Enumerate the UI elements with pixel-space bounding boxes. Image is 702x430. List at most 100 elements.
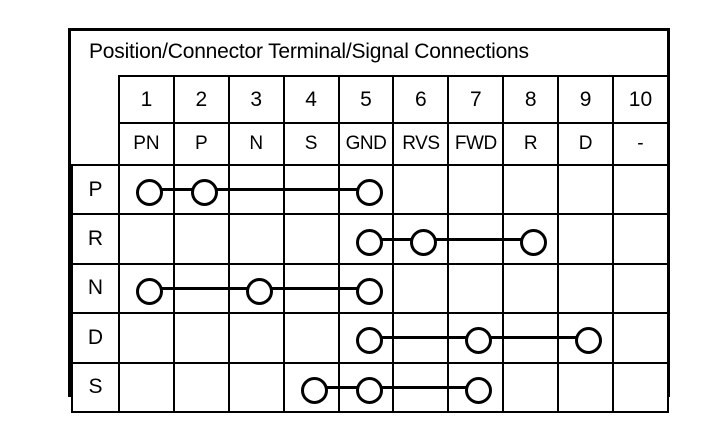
cell-R-1 — [118, 213, 175, 265]
signal-name-9: D — [557, 122, 615, 166]
connection-wire — [392, 237, 421, 241]
cell-D-7 — [447, 312, 505, 364]
terminal-number-3: 3 — [227, 75, 285, 124]
signal-name-4: S — [282, 122, 340, 166]
connection-node-icon — [300, 376, 328, 404]
signal-name-5: GND — [337, 122, 395, 166]
connection-wire — [337, 286, 367, 290]
cell-S-2 — [172, 361, 230, 413]
cell-D-9 — [557, 312, 615, 364]
connection-node-icon — [355, 277, 383, 305]
cell-P-2 — [172, 163, 230, 216]
header-corner-blank — [72, 76, 119, 123]
cell-N-4 — [282, 262, 340, 315]
cell-P-5 — [337, 163, 395, 216]
signal-name-7: FWD — [447, 122, 505, 166]
connection-node-icon — [355, 376, 383, 404]
terminal-number-2: 2 — [172, 75, 230, 124]
cell-D-2 — [172, 312, 230, 364]
cell-P-9 — [557, 163, 615, 216]
cell-P-3 — [227, 163, 285, 216]
connection-node-icon — [245, 277, 273, 305]
position-label-N: N — [71, 262, 120, 315]
connection-wire — [502, 237, 531, 241]
cell-S-7 — [447, 361, 505, 413]
connection-wire — [392, 385, 450, 389]
table-row: S — [71, 361, 669, 413]
cell-S-6 — [392, 361, 450, 413]
terminal-number-5: 5 — [337, 75, 395, 124]
connection-wire — [502, 336, 560, 340]
table-row: R — [71, 213, 669, 265]
connection-wire — [392, 336, 450, 340]
terminal-number-6: 6 — [392, 75, 450, 124]
signal-name-8: R — [502, 122, 560, 166]
table-row: P — [71, 163, 669, 216]
cell-D-8 — [502, 312, 560, 364]
terminal-number-7: 7 — [447, 75, 505, 124]
cell-R-4 — [282, 213, 340, 265]
connection-node-icon — [355, 327, 383, 355]
cell-N-10 — [612, 262, 669, 315]
cell-N-5 — [337, 262, 395, 315]
connector-diagram-panel: Position/Connector Terminal/Signal Conne… — [68, 28, 670, 413]
cell-R-8 — [502, 213, 560, 265]
connection-node-icon — [575, 327, 603, 355]
connection-wire — [282, 188, 340, 192]
connection-node-icon — [355, 228, 383, 256]
connection-wire — [172, 188, 202, 192]
connection-wire — [557, 336, 586, 340]
table-row: D — [71, 312, 669, 364]
terminal-number-10: 10 — [612, 75, 669, 124]
signal-name-2: P — [172, 122, 230, 166]
position-label-D: D — [71, 312, 120, 364]
connection-wire — [227, 188, 285, 192]
cell-R-2 — [172, 213, 230, 265]
terminal-number-8: 8 — [502, 75, 560, 124]
connection-wire — [282, 286, 340, 290]
cell-D-6 — [392, 312, 450, 364]
cell-N-3 — [227, 262, 285, 315]
connection-node-icon — [465, 376, 493, 404]
connection-wire — [447, 336, 476, 340]
cell-S-8 — [502, 361, 560, 413]
page-title: Position/Connector Terminal/Signal Conne… — [89, 40, 529, 63]
position-label-R: R — [71, 213, 120, 265]
connection-wire — [337, 385, 367, 389]
connection-node-icon — [135, 179, 163, 207]
connection-node-icon — [135, 277, 163, 305]
signal-name-3: N — [227, 122, 285, 166]
cell-R-9 — [557, 213, 615, 265]
cell-R-3 — [227, 213, 285, 265]
signal-name-6: RVS — [392, 122, 450, 166]
cell-N-7 — [447, 262, 505, 315]
cell-S-10 — [612, 361, 669, 413]
cell-N-1 — [118, 262, 175, 315]
position-label-P: P — [71, 163, 120, 216]
connection-node-icon — [465, 327, 493, 355]
terminal-number-1: 1 — [118, 75, 175, 124]
cell-P-7 — [447, 163, 505, 216]
position-label-S: S — [71, 361, 120, 413]
cell-N-2 — [172, 262, 230, 315]
connection-wire — [447, 237, 505, 241]
cell-S-9 — [557, 361, 615, 413]
cell-R-7 — [447, 213, 505, 265]
cell-D-4 — [282, 312, 340, 364]
signal-name-1: PN — [118, 122, 175, 166]
cell-S-5 — [337, 361, 395, 413]
terminal-number-9: 9 — [557, 75, 615, 124]
cell-P-4 — [282, 163, 340, 216]
terminal-number-4: 4 — [282, 75, 340, 124]
cell-N-8 — [502, 262, 560, 315]
connection-wire — [447, 385, 476, 389]
connection-node-icon — [355, 179, 383, 207]
cell-P-10 — [612, 163, 669, 216]
cell-N-6 — [392, 262, 450, 315]
cell-R-6 — [392, 213, 450, 265]
cell-D-3 — [227, 312, 285, 364]
connection-node-icon — [190, 179, 218, 207]
connection-wire — [337, 188, 367, 192]
